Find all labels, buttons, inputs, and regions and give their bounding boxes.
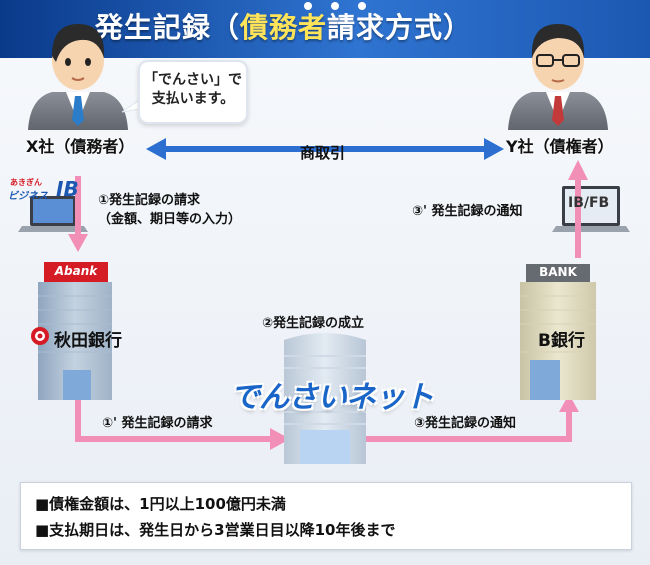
- creditor-label: Y社（債権者）: [506, 137, 614, 156]
- bbank-building: [520, 264, 596, 400]
- step1-label: ①発生記録の請求 （金額、期日等の入力）: [98, 193, 242, 227]
- trade-arrow: [146, 138, 504, 160]
- note-amount: ■債権金額は、1円以上100億円未満: [35, 495, 286, 513]
- step3dash-label: ③' 発生記録の通知: [412, 204, 523, 219]
- title-suffix: 請求方式）: [327, 11, 473, 44]
- arrow-step1dash-horz: [75, 436, 271, 442]
- notes-box: ■債権金額は、1円以上100億円未満 ■支払期日は、発生日から3営業日目以降10…: [20, 482, 632, 550]
- note-due-date: ■支払期日は、発生日から3営業日目以降10年後まで: [35, 521, 396, 539]
- bbank-sign: BANK: [539, 265, 577, 279]
- arrow-step3-vert: [566, 410, 572, 442]
- b-bank-name: B銀行: [538, 331, 585, 351]
- abank-building: [38, 262, 112, 400]
- arrow-step3-horz: [365, 436, 572, 442]
- akigin-business-ib-logo: あきぎん ビジネス IB: [8, 177, 84, 205]
- flow-arrows: [68, 160, 588, 450]
- arrow-step1: [75, 176, 81, 236]
- title-accent: 債務者: [240, 11, 328, 44]
- densai-net-logo: でんさいネット: [230, 380, 434, 415]
- speech-bubble-text: 「でんさい」で 支払います。: [144, 72, 242, 107]
- debtor-laptop-icon: [18, 196, 88, 232]
- page-title: 発生記録（ 債務者 請求方式）: [95, 6, 472, 46]
- creditor-person-icon: [508, 24, 608, 130]
- ib-logo-bottom: ビジネス: [8, 191, 48, 202]
- arrow-step1dash-vert: [75, 396, 81, 442]
- abank-sign: Abank: [54, 264, 98, 278]
- title-prefix: 発生記録（: [95, 11, 241, 44]
- ib-logo-mark: IB: [56, 177, 79, 201]
- speech-bubble: 「でんさい」で 支払います。: [138, 60, 248, 124]
- step1dash-label: ①' 発生記録の請求: [102, 416, 213, 431]
- step3-label: ③発生記録の通知: [414, 416, 517, 431]
- arrow-step3dash: [575, 178, 581, 258]
- title-emphasis-dots: [304, 2, 366, 10]
- debtor-label: X社（債務者）: [26, 137, 135, 156]
- step2-label: ②発生記録の成立: [262, 316, 365, 331]
- trade-label: 商取引: [300, 144, 346, 162]
- ib-logo-top: あきぎん: [10, 178, 42, 187]
- debtor-person-icon: [28, 24, 128, 130]
- densai-net-building: [284, 333, 366, 464]
- ibfb-label: IB/FB: [568, 195, 610, 211]
- akita-bank-name: 秋田銀行: [54, 331, 122, 351]
- akita-bank-logo-icon: [31, 327, 49, 345]
